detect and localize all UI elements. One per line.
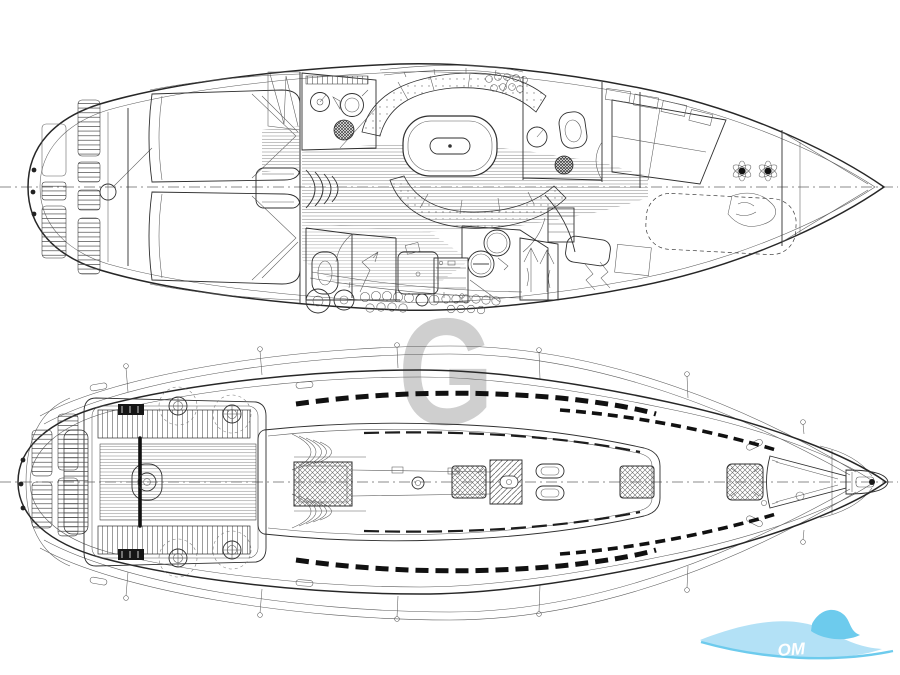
mast-station	[255, 167, 339, 209]
galley	[301, 72, 377, 151]
bottle-rack	[485, 73, 528, 93]
swoosh-wave	[700, 621, 882, 659]
saloon-hatch	[451, 465, 487, 499]
sprayhood	[291, 433, 332, 529]
hanging-locker	[519, 237, 559, 301]
stanchions	[123, 342, 806, 622]
swim-platform	[41, 99, 101, 275]
saloon-table	[402, 115, 498, 177]
traveler	[118, 404, 144, 560]
stern-ladder-dots	[30, 167, 37, 217]
fore-hatch	[726, 463, 767, 506]
dorade-vent	[411, 476, 425, 490]
stove-burner	[310, 92, 330, 112]
mid-hatch	[619, 465, 655, 499]
swoosh-text: OM	[777, 639, 806, 660]
clock	[526, 126, 548, 148]
locker-shelf-top	[379, 65, 524, 78]
chart-table	[397, 242, 439, 295]
bow-platform	[845, 469, 889, 495]
steering-wheel	[131, 436, 163, 528]
wc	[558, 111, 588, 149]
cleats	[89, 381, 763, 587]
companionway-hatch	[293, 456, 366, 512]
saloon	[309, 65, 567, 300]
companionway	[522, 194, 576, 253]
small-hatches	[535, 463, 565, 501]
locker-shelf-bottom	[309, 271, 524, 300]
door-swing	[522, 217, 546, 253]
instrument-panel	[305, 288, 501, 315]
handrail-port	[363, 510, 641, 533]
clutch	[391, 466, 404, 474]
stern-seat	[63, 429, 89, 535]
pulpit	[819, 445, 873, 519]
v-berth-cabin	[565, 88, 869, 291]
cockpit	[63, 386, 267, 578]
aft-heads	[305, 227, 400, 301]
swoosh-tail	[700, 640, 894, 660]
v-berth-lower	[645, 192, 797, 256]
swoosh-fin	[811, 609, 860, 640]
galley-pot	[332, 89, 369, 117]
hull	[27, 63, 886, 311]
genoa-tracks	[295, 390, 777, 574]
handrail-stbd	[363, 431, 641, 454]
winches	[158, 386, 252, 578]
hull	[17, 369, 888, 595]
shower-drain	[359, 251, 379, 293]
toe-rail	[29, 376, 875, 588]
mast-collar	[489, 459, 523, 505]
coachroof	[257, 422, 661, 542]
transom-dots	[18, 457, 26, 511]
door-swing	[595, 141, 603, 181]
galley-sinks	[461, 225, 549, 303]
vanity-seat	[565, 235, 652, 291]
door-swing	[335, 233, 353, 263]
cockpit-sole	[99, 443, 257, 521]
washbasin	[554, 155, 574, 175]
galley-sink	[333, 119, 355, 141]
watermark-swoosh: OM	[700, 609, 894, 660]
rudder-stock	[99, 112, 153, 262]
bow-fitting	[869, 479, 875, 485]
reading-lamps	[732, 160, 778, 182]
anchor-locker	[766, 455, 847, 509]
wc	[311, 251, 339, 295]
forward-heads	[522, 76, 603, 182]
shelf-lockers	[604, 88, 714, 126]
interior-plan-view	[0, 63, 898, 315]
deck-plan-view	[0, 342, 898, 622]
lower-settee	[389, 175, 567, 229]
